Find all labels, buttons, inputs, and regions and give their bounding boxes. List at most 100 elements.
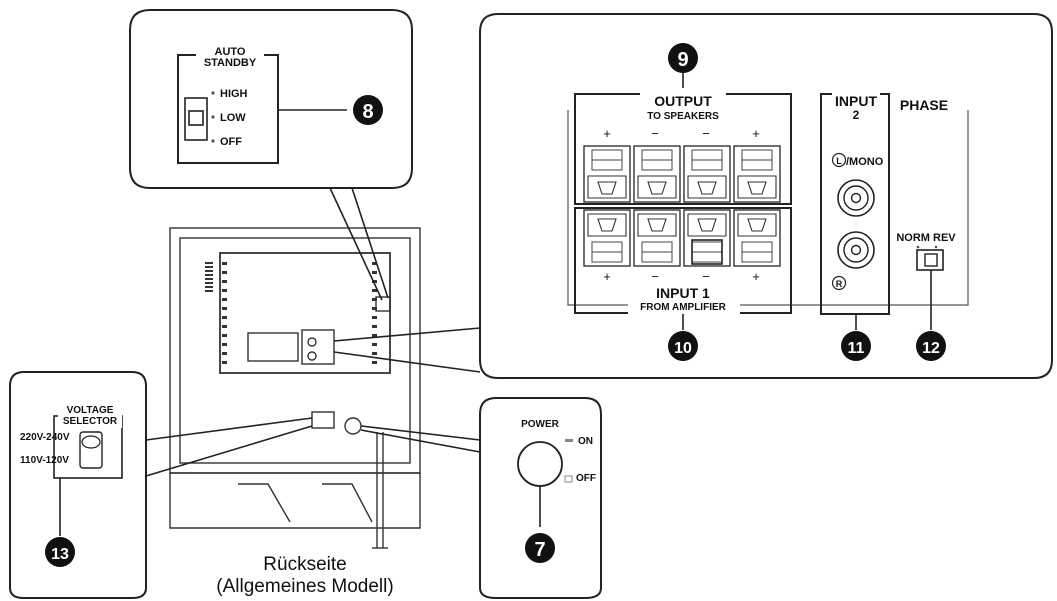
power-panel: POWER ON OFF <box>517 419 596 527</box>
cabinet-vent <box>205 282 213 284</box>
voltage-selector-switch[interactable] <box>79 431 103 469</box>
auto-standby-title-2: STANDBY <box>204 57 257 69</box>
subwoofer-rear-view <box>169 227 421 549</box>
detail-panel: OUTPUT TO SPEAKERS + − − + + − − + INPUT… <box>567 72 969 330</box>
pcb-pin <box>372 298 377 301</box>
pcb-pin <box>222 262 227 265</box>
pcb-pin <box>222 361 227 364</box>
phase-title-bg <box>898 96 952 114</box>
output-polarity-3: − <box>702 126 710 141</box>
input2-title-bg <box>832 90 880 120</box>
cabinet-vent <box>205 262 213 264</box>
rca-jack-small-r <box>307 351 317 361</box>
voltage-range-low: 110V-120V <box>20 455 69 466</box>
input2-right-symbol-ring <box>831 275 847 291</box>
pcb-dots <box>205 262 377 364</box>
callout-number-7: 7 <box>534 539 545 561</box>
input2-left-suffix: /MONO <box>846 156 884 168</box>
power-on-label: ON <box>578 436 593 447</box>
cabinet-inner <box>179 237 411 464</box>
input2-title-2: 2 <box>853 108 860 122</box>
power-button[interactable] <box>517 441 563 487</box>
input2-title-1: INPUT <box>835 93 877 109</box>
base-foot-left <box>238 483 291 523</box>
callout-number-10: 10 <box>674 340 692 357</box>
output-polarity-4: + <box>752 126 760 141</box>
terminal-jumper <box>691 239 723 265</box>
voltage-selector-rotary <box>81 435 101 449</box>
cabinet-vent <box>205 286 213 288</box>
callout-number-11: 11 <box>848 340 865 357</box>
auto-standby-option-high: HIGH <box>220 88 248 100</box>
pointer-power <box>360 425 481 453</box>
callout-number-12: 12 <box>922 340 940 357</box>
voltage-title-bg <box>58 402 122 428</box>
output-terminal-4[interactable] <box>733 145 781 203</box>
pcb-pin <box>372 280 377 283</box>
pcb-pin <box>372 325 377 328</box>
input1-polarity-3: − <box>702 269 710 284</box>
input1-terminal-4[interactable] <box>733 209 781 267</box>
phase-title: PHASE <box>900 97 948 113</box>
speaker-block-small <box>247 332 299 362</box>
pcb-pin <box>222 289 227 292</box>
output-terminal-2[interactable] <box>633 145 681 203</box>
power-off-label: OFF <box>576 473 596 484</box>
cabinet-base <box>169 472 421 529</box>
callout-badge-11 <box>841 331 871 361</box>
pcb-pin <box>372 361 377 364</box>
input1-title: INPUT 1 <box>656 285 710 301</box>
pcb-pin <box>222 334 227 337</box>
pcb-pin <box>372 271 377 274</box>
detail-bubble <box>479 13 1053 379</box>
auto-standby-title-1: AUTO <box>215 46 246 58</box>
auto-standby-option-low: LOW <box>220 112 246 124</box>
callout-number-8: 8 <box>362 101 373 123</box>
pointer-auto-standby <box>329 187 389 301</box>
input1-terminal-1[interactable] <box>583 209 631 267</box>
callout-badge-13 <box>45 537 75 567</box>
cabinet-vent <box>205 278 213 280</box>
voltage-selector-panel: VOLTAGE SELECTOR 220V-240V 110V-120V <box>20 402 123 536</box>
pcb-pin <box>372 307 377 310</box>
rca-jack-left[interactable] <box>837 179 875 217</box>
callout-badge-9 <box>668 43 698 73</box>
rca-jack-right[interactable] <box>837 231 875 269</box>
output-terminal-1[interactable] <box>583 145 631 203</box>
voltage-selector-small <box>311 411 335 429</box>
power-on-indicator <box>565 439 573 442</box>
voltage-title-2: SELECTOR <box>63 416 118 427</box>
output-polarity-1: + <box>603 126 611 141</box>
output-terminal-3[interactable] <box>683 145 731 203</box>
input-block-small <box>301 329 335 365</box>
power-bubble <box>479 397 602 599</box>
pcb-pin <box>222 343 227 346</box>
input1-terminal-2[interactable] <box>633 209 681 267</box>
output-polarity-2: − <box>651 126 659 141</box>
rca-jack-small-l <box>307 337 317 347</box>
input1-title-bg <box>628 284 740 314</box>
callout-bubbles <box>9 9 1053 599</box>
pcb-pin <box>372 289 377 292</box>
callout-badge-12 <box>916 331 946 361</box>
pcb-pin <box>372 343 377 346</box>
input1-terminal-3[interactable] <box>683 209 731 267</box>
caption-line-2: (Allgemeines Modell) <box>216 576 393 597</box>
phase-dot-norm <box>916 245 920 249</box>
pcb-pin <box>222 352 227 355</box>
cabinet-vent <box>205 266 213 268</box>
callout-badge-7 <box>525 533 555 563</box>
power-off-indicator <box>564 475 573 483</box>
callout-badge-8 <box>353 95 383 125</box>
power-button-small <box>344 417 362 435</box>
auto-standby-dot-low <box>211 115 215 119</box>
pcb-pin <box>222 298 227 301</box>
input1-polarity-1: + <box>603 269 611 284</box>
pcb-pin <box>222 325 227 328</box>
pcb-pin <box>222 316 227 319</box>
pcb-pin <box>222 271 227 274</box>
speaker-terminals <box>583 145 781 267</box>
base-foot-right <box>322 483 373 523</box>
voltage-range-high: 220V-240V <box>20 432 70 443</box>
